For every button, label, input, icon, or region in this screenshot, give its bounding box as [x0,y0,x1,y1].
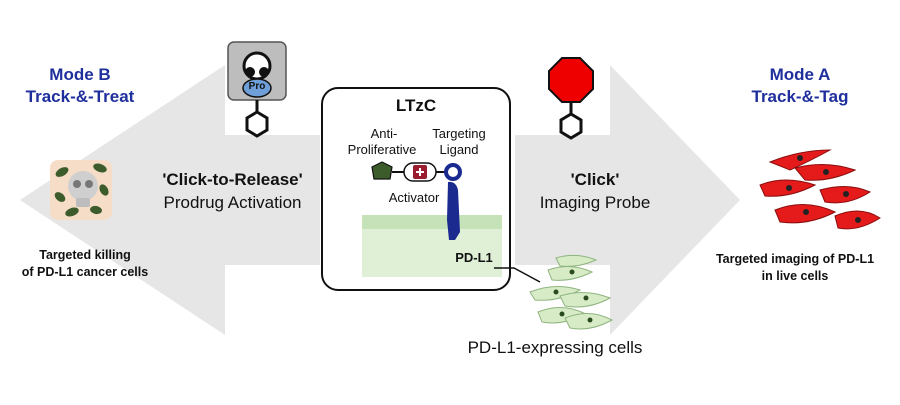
connector-line [494,267,541,283]
left-caption-line1: Targeted killing [39,248,131,262]
targeting-ligand-line1: Targeting [432,126,486,141]
right-caption-line1: Targeted imaging of PD-L1 [715,252,875,266]
prodrug-label: Pro [248,81,266,92]
right-caption-line2: in live cells [761,269,829,283]
right-arrow [515,65,740,335]
membrane-band [362,215,502,229]
click-title: 'Click' [570,170,620,189]
bottom-caption: PD-L1-expressing cells [467,338,643,357]
pdl1-receptor [447,181,460,240]
red-cells-icon [759,149,881,230]
mode-a-subtitle: Track-&-Tag [751,87,849,106]
ltzc-molecule [371,161,462,182]
mode-b-subtitle: Track-&-Treat [25,87,135,106]
prodrug-icon [227,41,287,138]
left-caption-line2: of PD-L1 cancer cells [21,265,149,279]
dead-cells-icon [50,160,112,220]
mode-a-title: Mode A [769,65,831,84]
green-cells-icon [529,254,614,330]
mode-b-title: Mode B [49,65,111,84]
left-arrow [20,65,320,335]
imaging-probe-subtitle: Imaging Probe [539,193,651,212]
imaging-probe-icon [548,57,594,140]
click-to-release-title: 'Click-to-Release' [162,170,303,189]
prodrug-activation-subtitle: Prodrug Activation [163,193,302,212]
anti-proliferative-line2: Proliferative [347,142,417,157]
anti-proliferative-line1: Anti- [370,126,398,141]
pdl1-label: PD-L1 [455,250,493,265]
ltzc-title: LTzC [395,96,437,115]
targeting-ligand-line2: Ligand [439,142,479,157]
activator-label: Activator [388,190,440,205]
